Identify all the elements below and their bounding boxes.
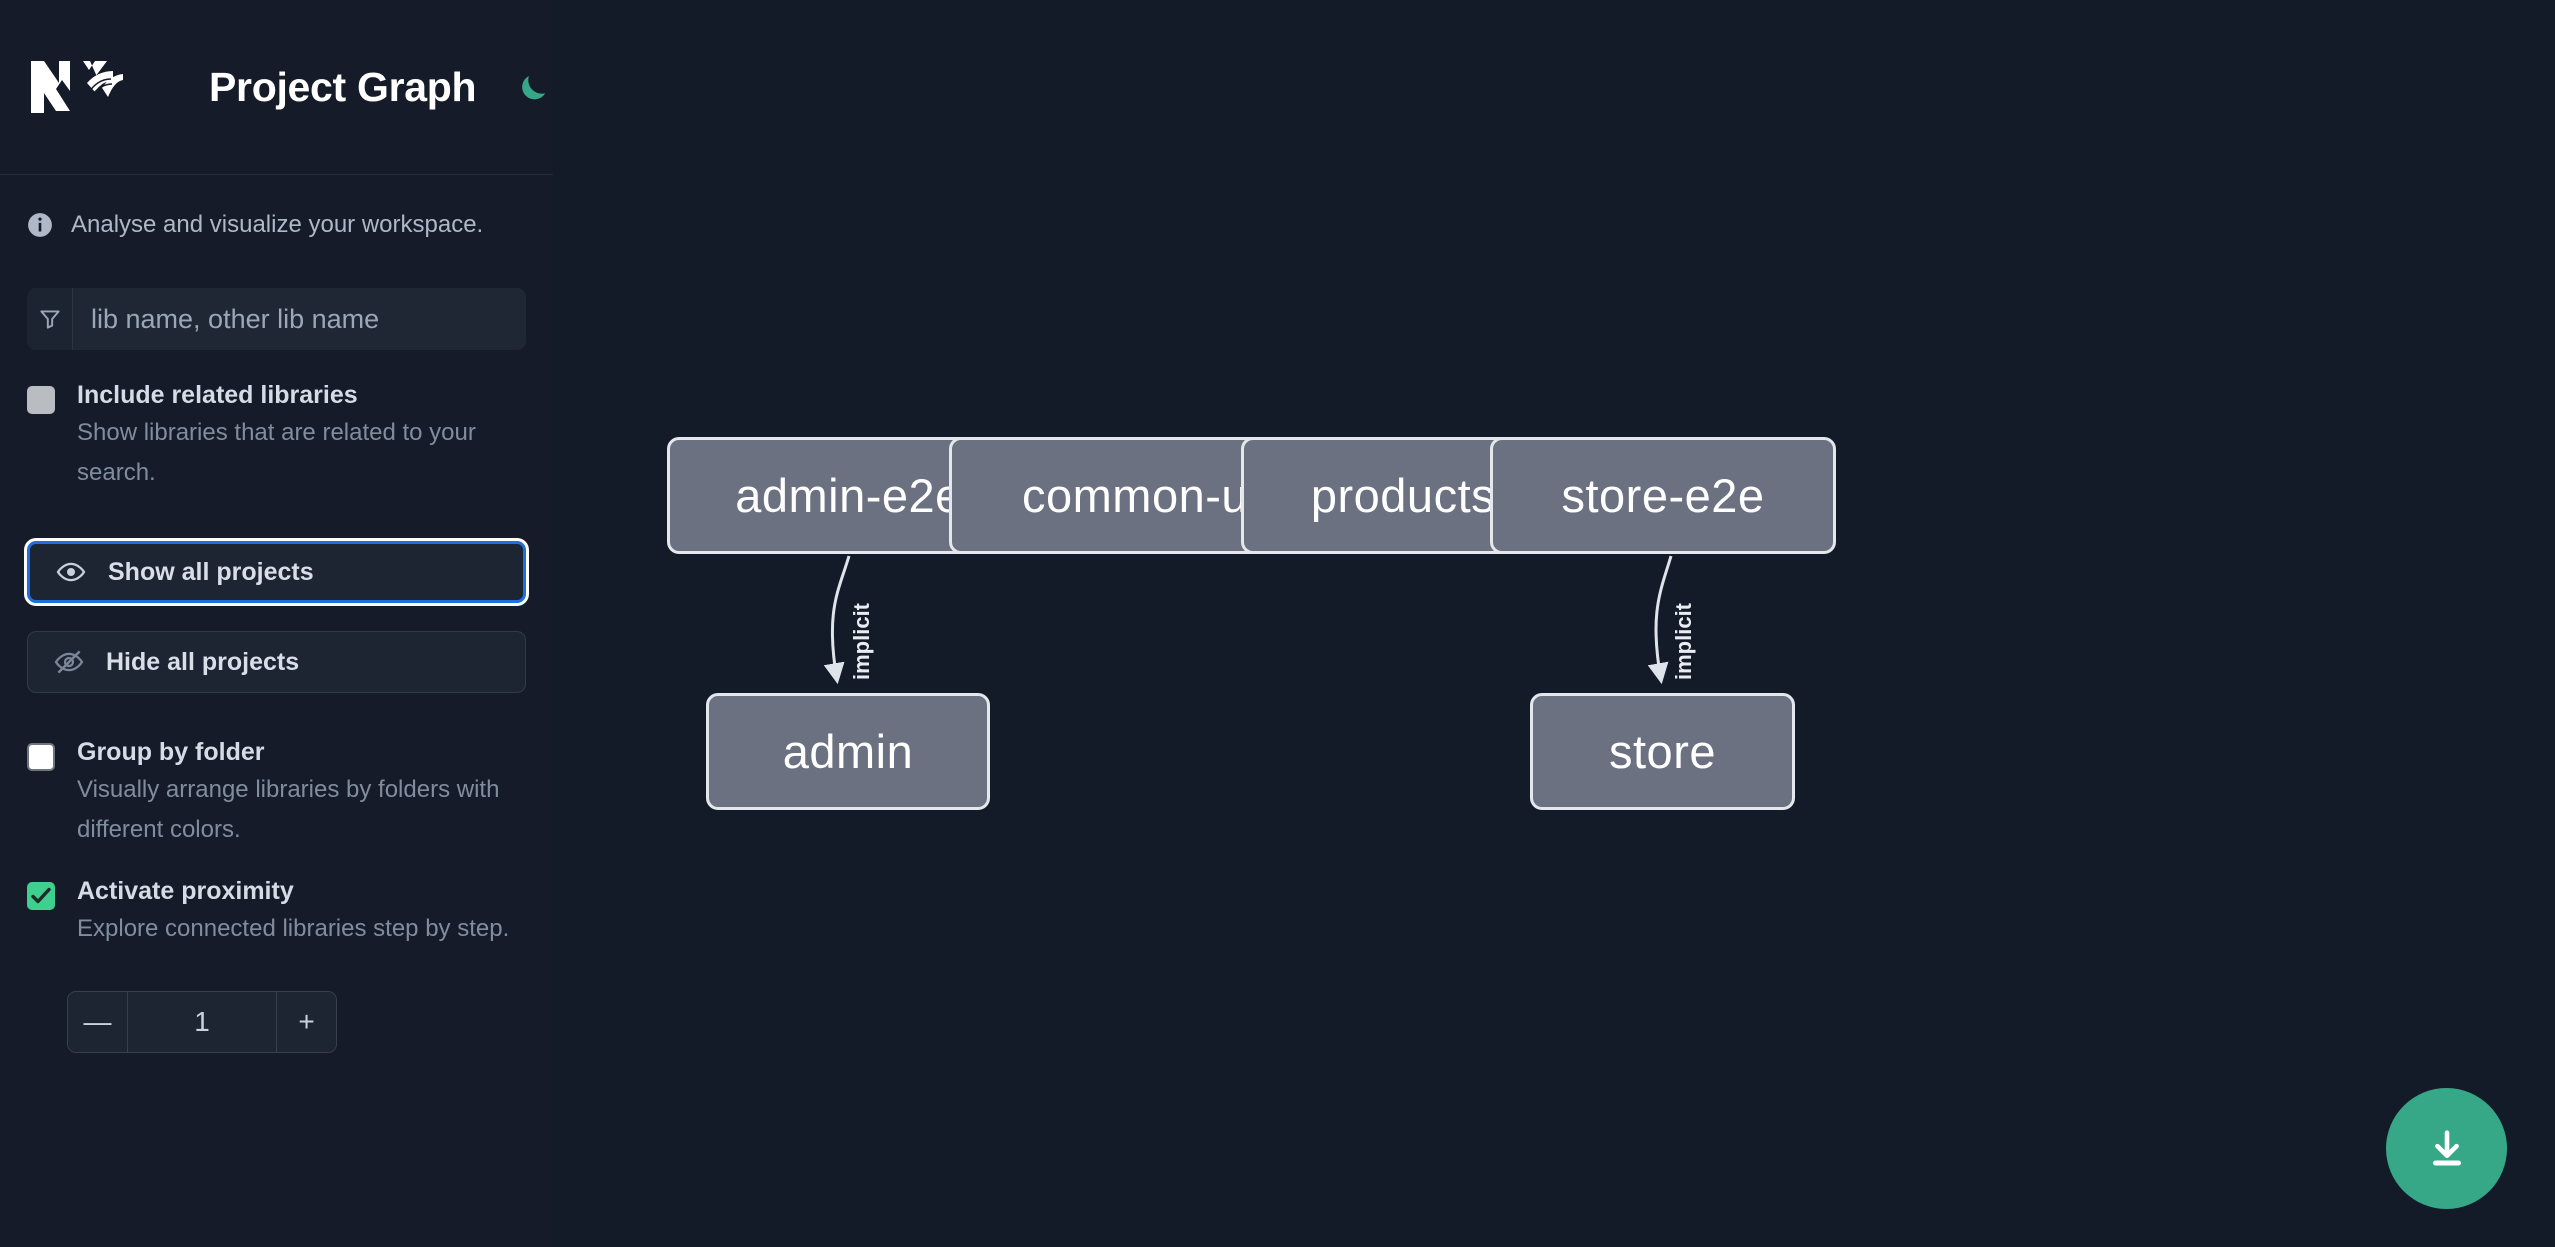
proximity-stepper[interactable]: — 1 + — [67, 991, 337, 1053]
checkbox-activate-proximity[interactable] — [27, 882, 55, 910]
option-label: Activate proximity — [77, 877, 294, 905]
funnel-filter-icon — [27, 288, 73, 350]
moon-icon[interactable] — [514, 65, 553, 109]
option-text-group: Activate proximity Explore connected lib… — [77, 876, 509, 949]
option-description: Visually arrange libraries by folders wi… — [77, 776, 500, 843]
option-label: Include related libraries — [77, 381, 358, 409]
filter-field[interactable] — [27, 288, 526, 350]
option-text-group: Group by folder Visually arrange librari… — [77, 737, 517, 850]
eye-icon — [56, 557, 86, 587]
blurb-text: Analyse and visualize your workspace. — [71, 211, 484, 238]
option-activate-proximity[interactable]: Activate proximity Explore connected lib… — [27, 876, 526, 949]
nx-logo-icon — [27, 55, 123, 119]
option-description: Show libraries that are related to your … — [77, 419, 476, 486]
eye-off-icon — [54, 647, 84, 677]
stepper-decrement-button[interactable]: — — [68, 992, 128, 1052]
hide-all-projects-label: Hide all projects — [106, 647, 300, 676]
option-label: Group by folder — [77, 738, 265, 766]
edge-label-admin-implicit: implicit — [849, 602, 874, 680]
option-include-related-libraries[interactable]: Include related libraries Show libraries… — [27, 380, 526, 493]
page-title: Project Graph — [209, 63, 477, 110]
show-all-projects-label: Show all projects — [108, 557, 314, 586]
sidebar-header: Project Graph — [0, 0, 553, 175]
stepper-value: 1 — [128, 992, 276, 1052]
download-icon — [2424, 1126, 2470, 1172]
hide-all-projects-button[interactable]: Hide all projects — [27, 631, 526, 693]
option-text-group: Include related libraries Show libraries… — [77, 380, 517, 493]
search-input[interactable] — [73, 288, 526, 350]
stepper-increment-button[interactable]: + — [276, 992, 336, 1052]
sidebar: Project Graph Analyse and visualize your… — [0, 0, 573, 1247]
option-group-by-folder[interactable]: Group by folder Visually arrange librari… — [27, 737, 526, 850]
checkbox-include-related-libraries[interactable] — [27, 386, 55, 414]
info-circle-icon — [27, 212, 53, 238]
edge-label-store-implicit: implicit — [1671, 602, 1696, 680]
checkbox-group-by-folder[interactable] — [27, 743, 55, 771]
graph-node-store-e2e[interactable]: store-e2e — [1490, 437, 1836, 554]
download-button[interactable] — [2386, 1088, 2507, 1209]
sidebar-body: Analyse and visualize your workspace. In… — [0, 175, 553, 1053]
workspace-blurb: Analyse and visualize your workspace. — [27, 175, 526, 239]
graph-node-admin[interactable]: admin — [706, 693, 990, 810]
show-all-projects-button[interactable]: Show all projects — [27, 541, 526, 603]
option-description: Explore connected libraries step by step… — [77, 915, 510, 942]
graph-node-store[interactable]: store — [1530, 693, 1795, 810]
graph-canvas[interactable]: implicit implicit admin-e2e common-ui pr… — [553, 0, 2555, 1247]
